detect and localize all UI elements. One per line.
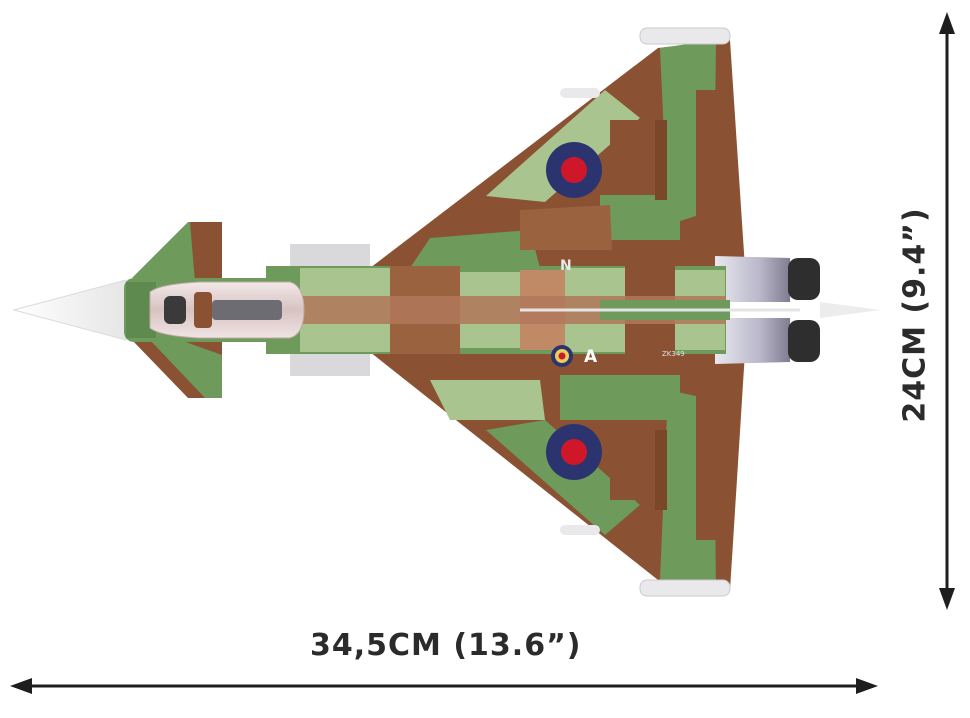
arrow-head-icon bbox=[10, 678, 32, 694]
arrow-head-icon bbox=[939, 588, 955, 610]
canards bbox=[132, 222, 222, 398]
arrow-head-icon bbox=[939, 12, 955, 34]
roundel-icon bbox=[546, 142, 602, 198]
fin-code-bottom: A bbox=[584, 347, 598, 367]
right-intake bbox=[290, 350, 370, 376]
width-dimension-arrow bbox=[10, 678, 878, 694]
arrow-head-icon bbox=[856, 678, 878, 694]
roundel-icon bbox=[546, 424, 602, 480]
engine-nozzles bbox=[715, 256, 880, 364]
fuselage bbox=[12, 266, 800, 354]
cockpit-canopy bbox=[149, 281, 305, 339]
width-dimension-label: 34,5CM (13.6”) bbox=[310, 628, 582, 663]
roundel-icon bbox=[551, 345, 573, 367]
serial-number: ZK349 bbox=[662, 350, 685, 358]
height-dimension-label: 24CM (9.4”) bbox=[897, 207, 933, 423]
height-dimension-arrow bbox=[939, 12, 955, 610]
left-intake bbox=[290, 244, 370, 270]
fin-code-top: N bbox=[560, 258, 572, 274]
